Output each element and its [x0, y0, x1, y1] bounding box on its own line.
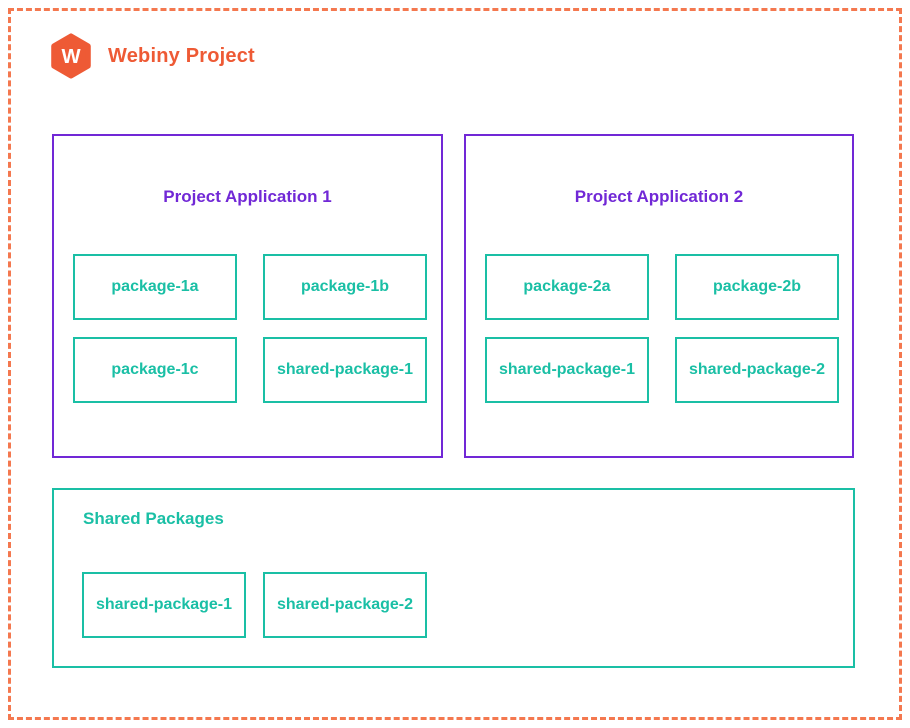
application-2-title: Project Application 2	[574, 187, 744, 206]
project-header: W Webiny Project	[48, 33, 255, 79]
shared-packages-box: Shared Packages shared-package-1 shared-…	[52, 488, 855, 668]
package-box: package-2b	[675, 254, 839, 320]
application-box-2: Project Application 2 package-2a package…	[464, 134, 854, 458]
logo-letter: W	[61, 46, 81, 68]
project-dashed-boundary	[8, 8, 902, 720]
package-box: shared-package-2	[263, 572, 427, 638]
webiny-logo-icon: W	[48, 33, 94, 79]
package-box: package-2a	[485, 254, 649, 320]
application-1-title: Project Application 1	[163, 187, 332, 206]
application-box-1: Project Application 1 package-1a package…	[52, 134, 443, 458]
package-box: package-1b	[263, 254, 427, 320]
package-box: package-1a	[73, 254, 237, 320]
package-box: shared-package-1	[485, 337, 649, 403]
shared-packages-title: Shared Packages	[83, 509, 224, 528]
package-box: shared-package-2	[675, 337, 839, 403]
project-title: Webiny Project	[108, 44, 255, 67]
package-box: shared-package-1	[82, 572, 246, 638]
package-box: shared-package-1	[263, 337, 427, 403]
package-box: package-1c	[73, 337, 237, 403]
